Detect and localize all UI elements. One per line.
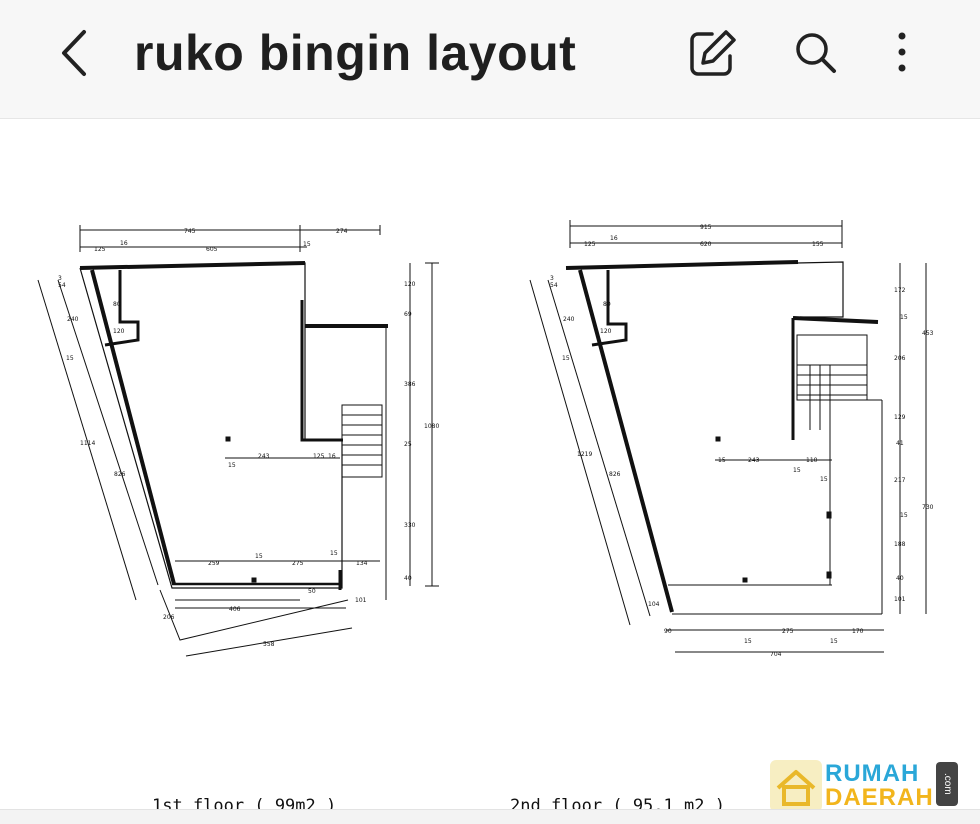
more-vertical-icon (898, 32, 906, 72)
dim-label: 15 (830, 638, 838, 645)
house-icon (770, 760, 822, 812)
dim-label: 730 (922, 504, 934, 511)
dim-label: 15 (900, 512, 908, 519)
watermark-logo: RUMAH DAERAH .com (770, 758, 970, 814)
page-title: ruko bingin layout (134, 25, 577, 81)
dim-label: 206 (894, 355, 906, 362)
dim-label: 15 (718, 457, 726, 464)
dim-label: 605 (206, 246, 218, 253)
dim-label: 170 (852, 628, 864, 635)
dim-label: 101 (894, 596, 906, 603)
dim-label: 240 (563, 316, 575, 323)
more-button[interactable] (876, 26, 932, 80)
dim-label: 120 (404, 281, 416, 288)
search-icon (796, 33, 836, 73)
app-bar: ruko bingin layout (0, 0, 980, 119)
dim-label: 704 (770, 651, 782, 658)
dim-label: 101 (355, 597, 367, 604)
dim-label: 259 (208, 560, 220, 567)
dim-label: 125 (94, 246, 106, 253)
chevron-left-icon (62, 30, 86, 76)
dim-label: 15 (793, 467, 801, 474)
dim-label: 50 (308, 588, 316, 595)
dim-label: 3 (550, 275, 554, 282)
dim-label: 110 (806, 457, 818, 464)
dim-label: 40 (896, 575, 904, 582)
dim-label: 54 (58, 282, 66, 289)
dim-label: 155 (812, 241, 824, 248)
dim-label: 15 (330, 550, 338, 557)
dim-label: 41 (896, 440, 904, 447)
edit-button[interactable] (686, 26, 742, 80)
floor-plans-drawing: 745 274 125 16 605 15 3 54 240 15 1114 8… (37, 220, 934, 658)
dim-label: 745 (184, 228, 196, 235)
dim-label: 826 (609, 471, 621, 478)
dim-label: 16 (610, 235, 618, 242)
dim-label: 125 (584, 241, 596, 248)
dim-label: 1219 (577, 451, 592, 458)
watermark-line2: DAERAH (825, 784, 934, 811)
dim-label: 188 (894, 541, 906, 548)
dim-label: 243 (258, 453, 270, 460)
dim-label: 129 (894, 414, 906, 421)
watermark-suffix: .com (936, 762, 958, 806)
dim-label: 915 (700, 224, 712, 231)
dim-label: 15 (562, 355, 570, 362)
dim-label: 172 (894, 287, 906, 294)
dim-label: 80 (113, 301, 121, 308)
dim-label: 330 (404, 522, 416, 529)
dim-label: 15 (228, 462, 236, 469)
dim-label: 15 (900, 314, 908, 321)
dim-label: 453 (922, 330, 934, 337)
dim-label: 25 (404, 441, 412, 448)
document-image: 745 274 125 16 605 15 3 54 240 15 1114 8… (0, 119, 980, 816)
search-button[interactable] (788, 26, 844, 80)
dim-label: 243 (748, 457, 760, 464)
dim-label: 15 (744, 638, 752, 645)
dim-label: 15 (66, 355, 74, 362)
edit-icon (690, 30, 736, 76)
dim-label: 558 (263, 641, 275, 648)
dim-label: 275 (292, 560, 304, 567)
dim-label: 120 (113, 328, 125, 335)
bottom-bar (0, 809, 980, 824)
dim-label: 275 (782, 628, 794, 635)
dim-label: 54 (550, 282, 558, 289)
floor2-plan (529, 220, 927, 653)
floor1-plan (37, 225, 439, 657)
dim-label: 40 (404, 575, 412, 582)
dim-label: 15 (303, 241, 311, 248)
dim-label: 274 (336, 228, 348, 235)
dim-label: 134 (356, 560, 368, 567)
dim-label: 386 (404, 381, 416, 388)
dim-label: 69 (404, 311, 412, 318)
dim-label: 16 (328, 453, 336, 460)
dim-label: 120 (600, 328, 612, 335)
dim-label: 104 (648, 601, 660, 608)
dim-label: 406 (229, 606, 241, 613)
dim-label: 826 (114, 471, 126, 478)
back-button[interactable] (52, 24, 100, 82)
dim-label: 125 (313, 453, 325, 460)
dim-label: 206 (163, 614, 175, 621)
dim-label: 1114 (80, 440, 95, 447)
dim-label: 217 (894, 477, 906, 484)
dim-label: 1080 (424, 423, 439, 430)
dim-label: 16 (120, 240, 128, 247)
dim-label: 15 (255, 553, 263, 560)
dim-label: 3 (58, 275, 62, 282)
watermark-line1: RUMAH (825, 760, 920, 787)
dim-label: 15 (820, 476, 828, 483)
dim-label: 240 (67, 316, 79, 323)
dim-label: 620 (700, 241, 712, 248)
dim-label: 80 (603, 301, 611, 308)
dim-label: 90 (664, 628, 672, 635)
